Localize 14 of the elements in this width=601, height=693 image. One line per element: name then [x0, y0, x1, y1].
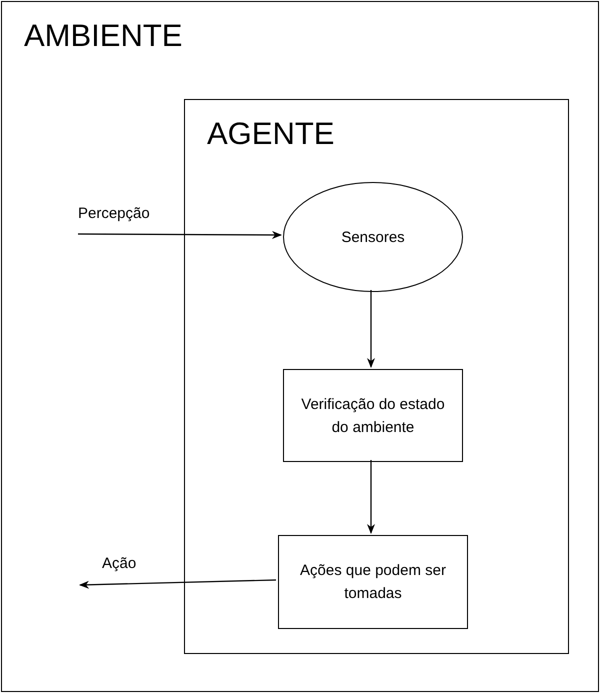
arrow [79, 579, 276, 589]
arrow [367, 460, 375, 534]
arrow [78, 230, 282, 239]
edge-label: Ação [102, 554, 136, 574]
frame-title: AGENTE [207, 118, 334, 149]
edge-label: Percepção [78, 204, 150, 224]
process-box [278, 535, 468, 629]
process-box [283, 369, 463, 462]
node-label: Sensores [341, 228, 405, 248]
arrow [367, 290, 375, 368]
node-label: Verificação do estado do ambiente [300, 394, 446, 438]
frame-title: AMBIENTE [24, 20, 182, 51]
node-label: Ações que podem ser tomadas [299, 561, 447, 604]
agent-frame [184, 99, 569, 654]
